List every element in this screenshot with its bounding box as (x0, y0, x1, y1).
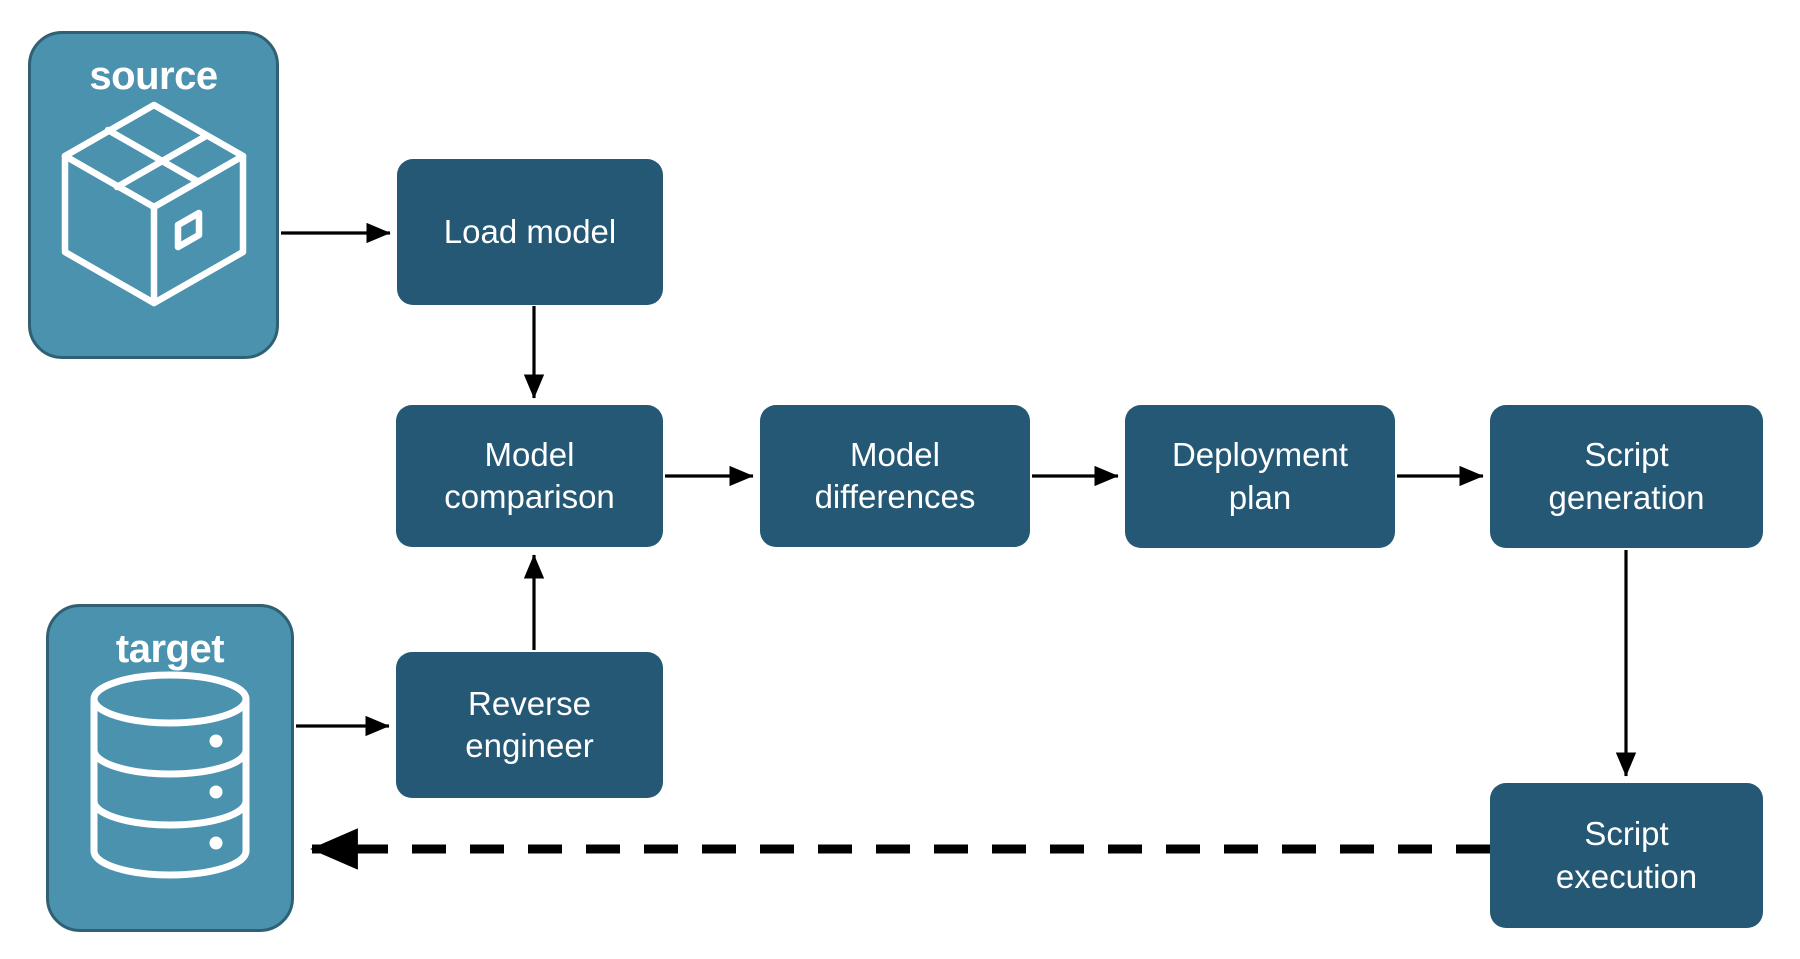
node-model-comparison[interactable]: Model comparison (396, 405, 663, 547)
node-script-execution[interactable]: Script execution (1490, 783, 1763, 928)
package-box-icon (56, 96, 252, 317)
endpoint-target-label: target (115, 627, 225, 671)
node-script-generation[interactable]: Script generation (1490, 405, 1763, 548)
endpoint-source[interactable]: source (28, 31, 279, 359)
node-model-differences[interactable]: Model differences (760, 405, 1030, 547)
endpoint-source-label: source (89, 54, 218, 98)
node-deployment-plan[interactable]: Deployment plan (1125, 405, 1395, 548)
node-load-model[interactable]: Load model (397, 159, 663, 305)
endpoint-target[interactable]: target (46, 604, 294, 932)
node-reverse-engineer[interactable]: Reverse engineer (396, 652, 663, 798)
database-cylinder-icon (84, 669, 256, 886)
